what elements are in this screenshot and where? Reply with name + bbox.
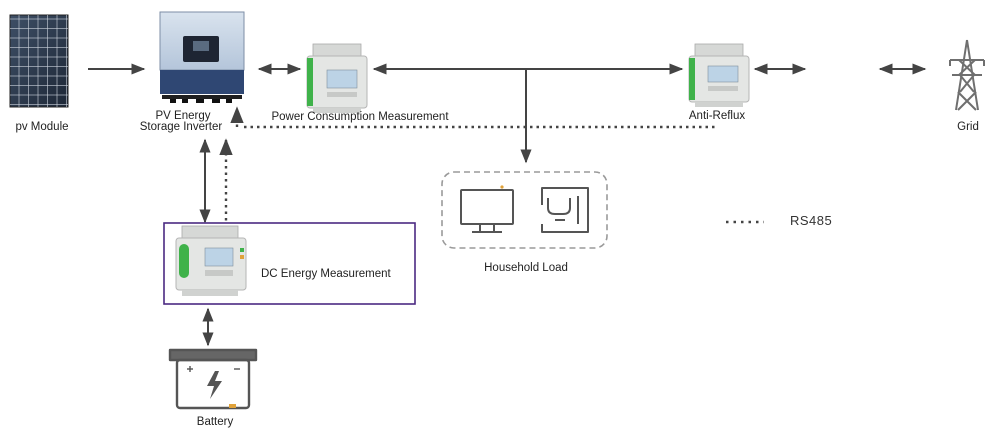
dc-energy-box bbox=[163, 222, 416, 305]
power-tower-icon bbox=[949, 39, 985, 111]
battery-icon bbox=[168, 348, 258, 410]
anti-reflux-label: Anti-Reflux bbox=[688, 110, 746, 122]
solar-panel-icon bbox=[9, 14, 69, 108]
monitor-icon bbox=[460, 189, 514, 233]
rs485-legend-label: RS485 bbox=[790, 213, 833, 228]
power-consumption-label: Power Consumption Measurement bbox=[271, 111, 449, 123]
battery-terminal-accent bbox=[229, 404, 236, 408]
household-load-label: Household Load bbox=[484, 262, 568, 274]
dc-energy-label: DC Energy Measurement bbox=[261, 268, 391, 280]
rs485-lines bbox=[219, 106, 715, 222]
power-lines bbox=[88, 63, 927, 347]
inverter-label-line2: Storage Inverter bbox=[139, 121, 223, 133]
dc-energy-meter-icon bbox=[175, 225, 247, 296]
pv-module-label: pv Module bbox=[15, 121, 69, 133]
inverter-label-line1: PV Energy bbox=[155, 110, 211, 122]
power-consumption-meter-icon bbox=[306, 43, 368, 113]
coffee-machine-icon bbox=[541, 187, 589, 233]
anti-reflux-meter-icon bbox=[688, 43, 750, 107]
battery-label: Battery bbox=[196, 416, 234, 428]
inverter-icon bbox=[159, 11, 245, 103]
household-load-box bbox=[441, 171, 608, 249]
grid-label: Grid bbox=[957, 121, 979, 133]
